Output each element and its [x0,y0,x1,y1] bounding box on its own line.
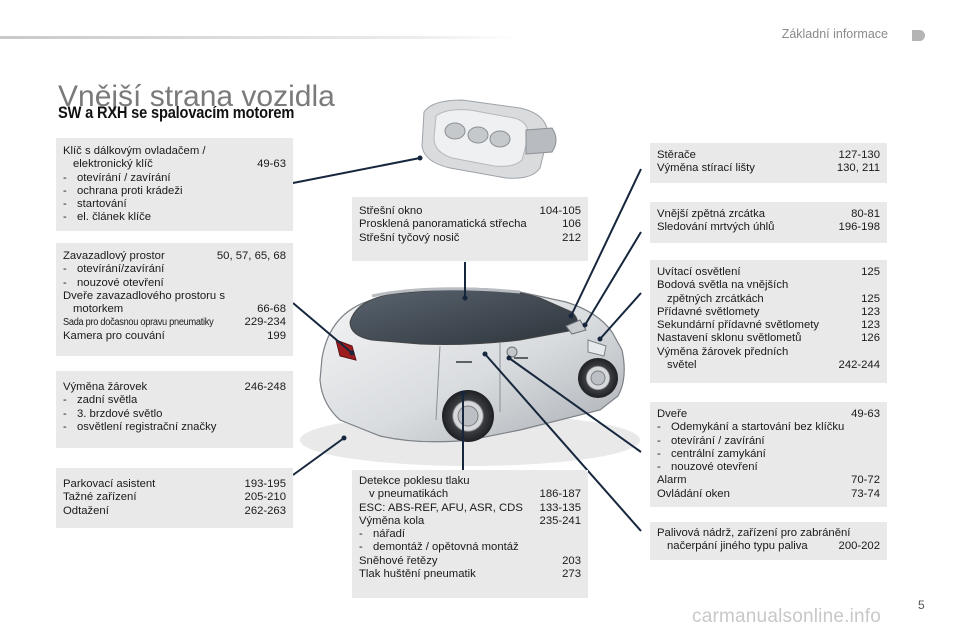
rear-bulbs-pages: 246-248 [244,381,286,393]
reverse-camera-label: Kamera pro couvání [63,329,165,342]
boot-info-box: Zavazadlový prostor 50, 57, 65, 68 oteví… [56,243,293,356]
list-item: otevírání/zavírání [63,263,286,277]
page-subtitle: SW a RXH se spalovacím motorem [58,103,295,122]
list-item: demontáž / opětovná montáž [359,541,581,555]
repair-kit-pages: 229-234 [244,316,286,329]
list-item: nouzové otevření [63,277,286,291]
fuel-label: Palivová nádrž, zařízení pro zabránění [657,527,851,539]
leader-lines [292,157,642,532]
key-title-cont: elektronický klíč [73,158,153,171]
tailgate-label-cont: motorkem [73,303,124,316]
list-item: zadní světla [63,394,286,408]
key-title-row: elektronický klíč 49-63 [63,158,286,171]
tailgate-row: motorkem 66-68 [63,303,286,316]
tailgate-label: Dveře zavazadlového prostoru s [63,289,226,302]
list-item: nouzové otevření [657,461,880,475]
list-item: otevírání / zavírání [63,172,286,186]
section-tab-marker [912,30,925,41]
list-item: ochrana proti krádeži [63,185,286,199]
key-fob-image [421,99,557,179]
fuel-box: Palivová nádrž, zařízení pro zabránění n… [650,522,887,560]
rear-bulbs-box: Výměna žárovek 246-248 zadní světla 3. b… [56,371,293,448]
esc-row: ESC: ABS-REF, AFU, ASR, CDS 133-135 [359,501,581,514]
boot-pages: 50, 57, 65, 68 [216,250,286,262]
spot-lights-label: Bodová světla na vnějších [657,279,789,292]
tpms-row: v pneumatikách 186-187 [369,488,581,501]
page-title: Vnější strana vozidla [58,80,335,114]
list-item: otevírání / zavírání [657,435,880,449]
tailgate-pages: 66-68 [257,303,286,316]
boot-label: Zavazadlový prostor [63,250,165,262]
reverse-camera-pages: 199 [267,329,286,342]
list-item: osvětlení registrační značky [63,421,286,435]
key-info-box: Klíč s dálkovým ovladačem / elektronický… [56,138,293,231]
list-item: nářadí [359,528,581,542]
boot-row: Zavazadlový prostor 50, 57, 65, 68 [63,250,286,263]
wheel-change-row: Výměna kola 235-241 [359,514,581,527]
rear-bulbs-label: Výměna žárovek [63,381,148,393]
key-pages: 49-63 [257,158,286,171]
reverse-camera-row: Kamera pro couvání 199 [63,330,286,343]
front-bulbs-label: Výměna žárovek předních [657,345,789,358]
repair-kit-label: Sada pro dočasnou opravu pneumatiky [63,317,214,329]
key-title: Klíč s dálkovým ovladačem / [63,145,206,157]
leader-dots [341,155,603,441]
list-item: startování [63,198,286,212]
watermark: carmanualsonline.info [692,606,882,627]
tyre-pressure-row: Tlak huštění pneumatik 273 [359,568,581,581]
page-number: 5 [918,598,925,612]
repair-kit-row: Sada pro dočasnou opravu pneumatiky 229-… [63,316,286,329]
list-item: el. článek klíče [63,211,286,225]
tpms-label: Detekce poklesu tlaku [359,475,470,487]
list-item: centrální zamykání [657,448,880,462]
list-item: Odemykání a startování bez klíčku [657,421,880,435]
tyres-box: Detekce poklesu tlaku v pneumatikách 186… [352,470,588,598]
section-title: Základní informace [781,27,888,41]
list-item: 3. brzdové světlo [63,408,286,422]
rear-bulbs-row: Výměna žárovek 246-248 [63,381,286,394]
car-body [300,287,640,466]
header-rule [0,36,520,39]
snow-chains-row: Sněhové řetězy 203 [359,554,581,567]
